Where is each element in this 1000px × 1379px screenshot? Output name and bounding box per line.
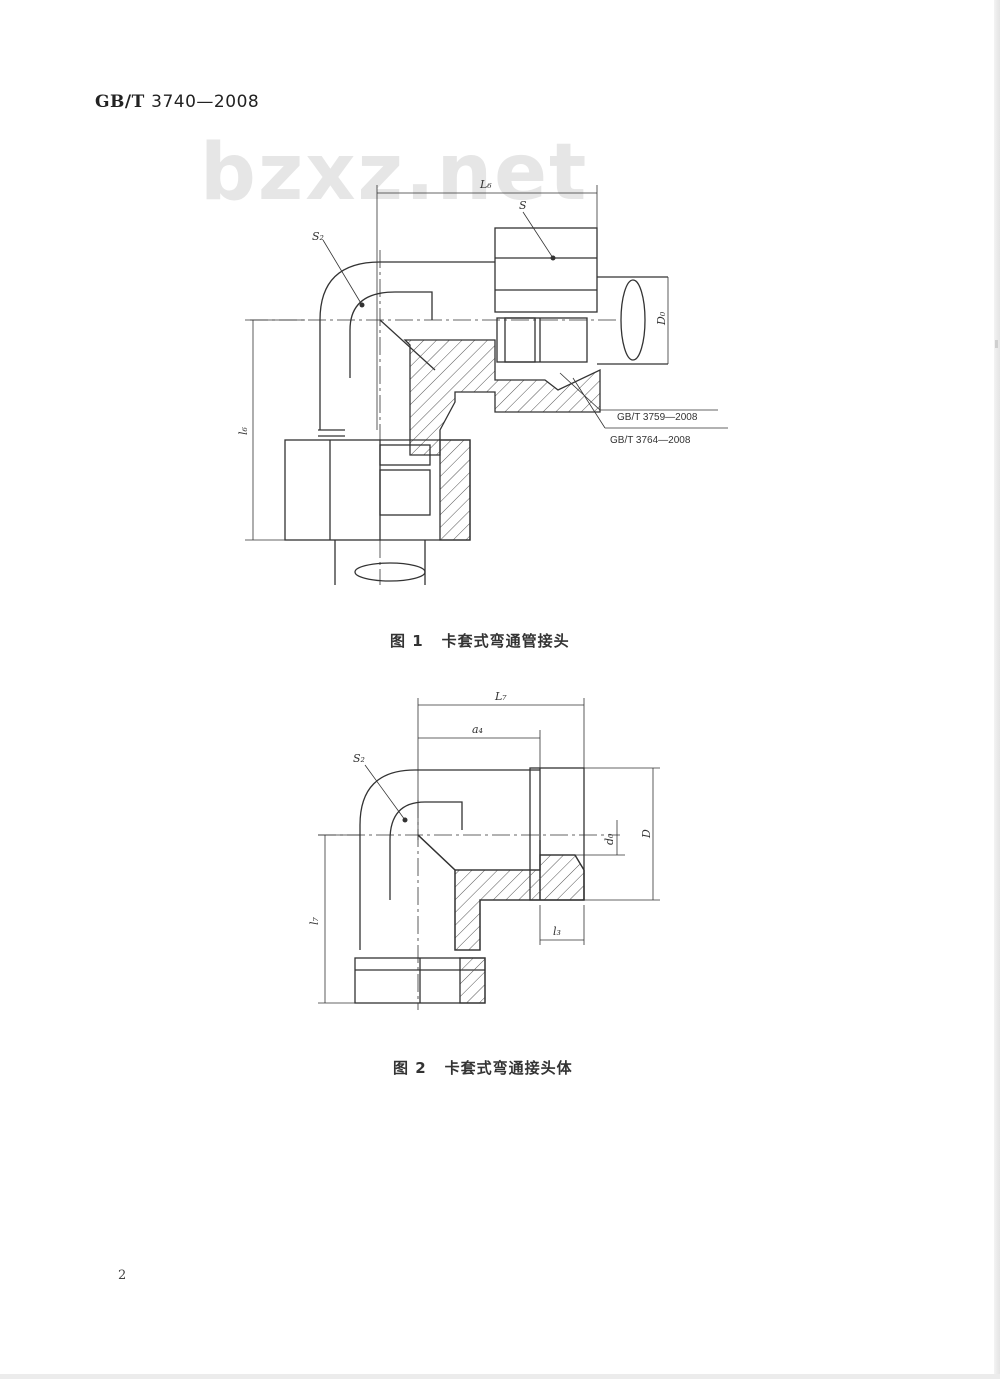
fig2-label-bore: d₀	[603, 833, 616, 845]
fig1-pipe-bottom	[334, 540, 426, 585]
fig1-label-height: l₆	[237, 426, 250, 435]
figure-1-title: 卡套式弯通管接头	[441, 632, 570, 650]
fig1-pipe-right	[597, 276, 668, 365]
figure-2-caption: 图 2 卡套式弯通接头体	[393, 1057, 573, 1078]
fig1-label-diameter: D₀	[655, 311, 668, 326]
fig2-label-diameter: D	[640, 829, 653, 839]
fig1-nut-hex-bottom	[284, 439, 381, 541]
figure-2-drawing: L₇ a₄ S₂ d₀ D l₇ l₃	[308, 690, 660, 1010]
watermark: bzxz.net	[200, 128, 589, 218]
fig1-label-length: L₆	[479, 178, 492, 191]
fig2-label-height: l₇	[308, 916, 321, 925]
fig1-std-ref-1: GB/T 3759—2008	[617, 412, 698, 423]
fig2-label-body-hex: S₂	[353, 752, 365, 765]
figure-1-caption: 图 1 卡套式弯通管接头	[390, 630, 570, 651]
standard-prefix: GB/T	[95, 92, 145, 112]
edge-mark	[995, 340, 998, 348]
fig2-label-thread: l₃	[553, 925, 561, 938]
figure-2-number: 图 2	[393, 1059, 427, 1077]
fig1-elbow-body	[319, 261, 495, 430]
fig1-label-body-hex: S₂	[312, 230, 324, 243]
fig2-label-offset: a₄	[472, 723, 483, 736]
fig2-elbow-body	[359, 769, 540, 950]
page-edge-shadow	[994, 0, 1000, 1379]
figure-1-drawing: L₆ S S₂ D₀ l₆ GB/T 3759—2008 GB/T 3764—2…	[237, 178, 728, 585]
figure-1-number: 图 1	[390, 632, 424, 650]
fig1-label-hex: S	[519, 199, 527, 212]
page-bottom-shadow	[0, 1374, 1000, 1379]
fig1-pipe-section-bottom	[354, 562, 426, 582]
standard-header: GB/T 3740—2008	[95, 92, 259, 112]
fig2-label-length: L₇	[494, 690, 507, 703]
page-number: 2	[118, 1268, 127, 1283]
standard-number: 3740—2008	[151, 92, 260, 112]
fig1-nut-hex-right	[494, 227, 598, 313]
figure-2-title: 卡套式弯通接头体	[444, 1059, 573, 1077]
fig1-std-ref-2: GB/T 3764—2008	[610, 435, 691, 446]
fig1-pipe-section-right	[620, 279, 646, 361]
